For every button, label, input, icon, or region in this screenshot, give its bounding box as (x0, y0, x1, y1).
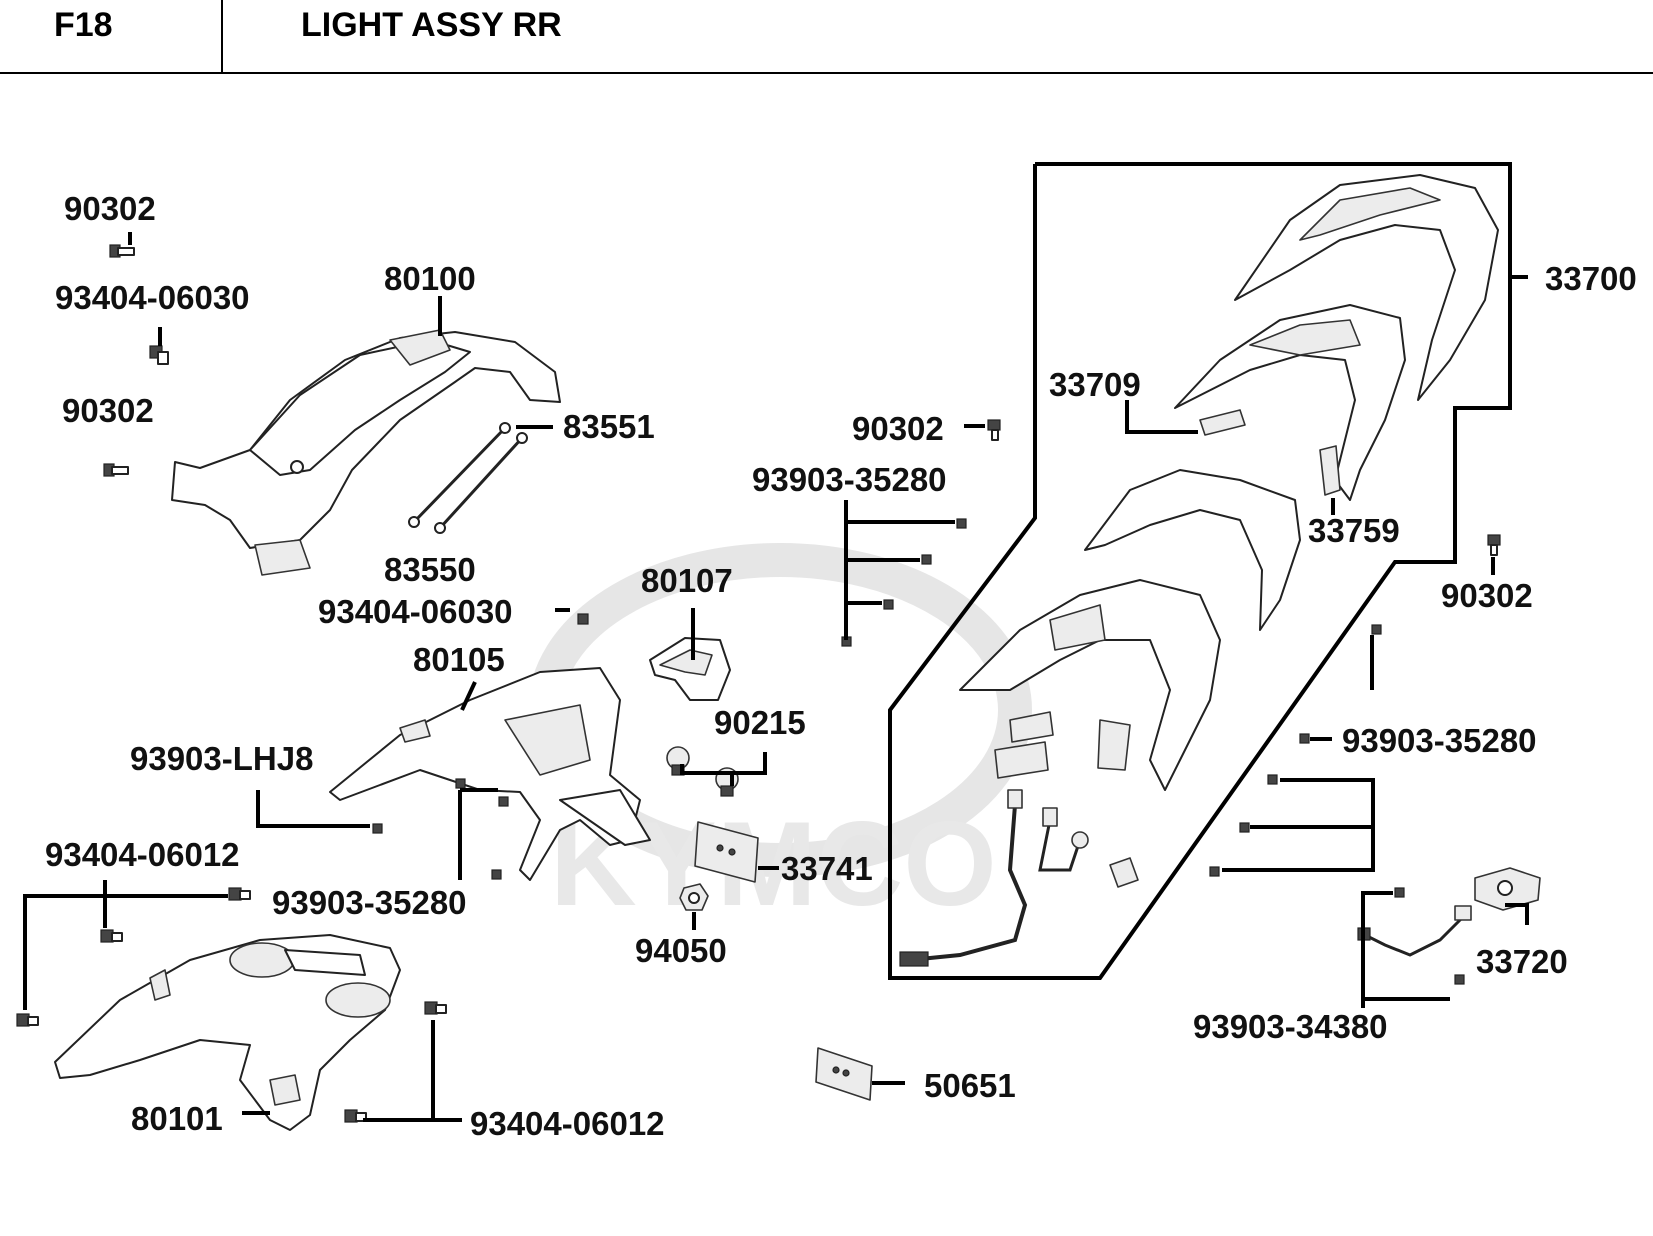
rear-fender-80100 (171, 329, 561, 576)
label-80107: 80107 (641, 562, 733, 599)
label-83550: 83550 (384, 551, 476, 588)
bolts-93404-06012 (16, 887, 447, 1123)
header-divider (221, 0, 223, 74)
label-93404-06030-b: 93404-06030 (318, 593, 513, 630)
label-80105: 80105 (413, 641, 505, 678)
label-93404-06030-a: 93404-06030 (55, 279, 250, 316)
label-33700: 33700 (1545, 260, 1637, 297)
label-80101: 80101 (131, 1100, 223, 1137)
label-93903-35280-a: 93903-35280 (272, 884, 467, 921)
leaders-left-top (128, 232, 570, 612)
leaders-left-bottom (23, 880, 462, 1122)
figure-title: LIGHT ASSY RR (301, 6, 562, 44)
leaders-right (844, 400, 1529, 1008)
sensor-33720 (1357, 867, 1541, 957)
part-labels: 90302 93404-06030 90302 80100 83551 8355… (45, 190, 1637, 1142)
taillight-lens-33700 (1234, 174, 1499, 401)
label-93404-06012-a: 93404-06012 (45, 836, 240, 873)
label-50651: 50651 (924, 1067, 1016, 1104)
figure-header: F18 LIGHT ASSY RR (0, 0, 1653, 74)
label-33741: 33741 (781, 850, 873, 887)
label-33709: 33709 (1049, 366, 1141, 403)
bracket-33759 (1319, 445, 1341, 496)
rod-83551-83550 (408, 422, 528, 534)
screws-right (987, 419, 1501, 985)
wiring-harness (899, 789, 1139, 967)
label-90302-a: 90302 (64, 190, 156, 227)
label-80100: 80100 (384, 260, 476, 297)
label-90302-d: 90302 (1441, 577, 1533, 614)
lens-33709 (1199, 409, 1246, 436)
tail-cover-80105 (329, 667, 651, 881)
plate-33741 (694, 821, 759, 883)
label-90215: 90215 (714, 704, 806, 741)
label-33759: 33759 (1308, 512, 1400, 549)
inner-cover-80101 (54, 934, 401, 1131)
label-93903-34380: 93903-34380 (1193, 1008, 1388, 1045)
bolt-90302-a (109, 244, 135, 258)
label-90302-b: 90302 (62, 392, 154, 429)
bolt-90302-b (103, 463, 129, 477)
label-90302-c: 90302 (852, 410, 944, 447)
label-93903-35280-c: 93903-35280 (1342, 722, 1537, 759)
label-93903-35280-b: 93903-35280 (752, 461, 947, 498)
label-33720: 33720 (1476, 943, 1568, 980)
cover-80107 (649, 637, 731, 701)
figure-code: F18 (54, 6, 113, 44)
label-94050: 94050 (635, 932, 727, 969)
lamp-mount-frame (959, 469, 1301, 791)
kymco-watermark: KYMCO (528, 543, 1032, 931)
label-83551: 83551 (563, 408, 655, 445)
plate-50651 (815, 1047, 905, 1101)
leaders-left-middle (256, 608, 779, 930)
label-93404-06012-b: 93404-06012 (470, 1105, 665, 1142)
bolt-93404-06030-a (149, 345, 169, 365)
taillight-assembly-box (888, 162, 1528, 980)
taillight-body (1174, 304, 1406, 501)
nut-94050 (679, 883, 709, 911)
label-93903-lhj8: 93903-LHJ8 (130, 740, 313, 777)
